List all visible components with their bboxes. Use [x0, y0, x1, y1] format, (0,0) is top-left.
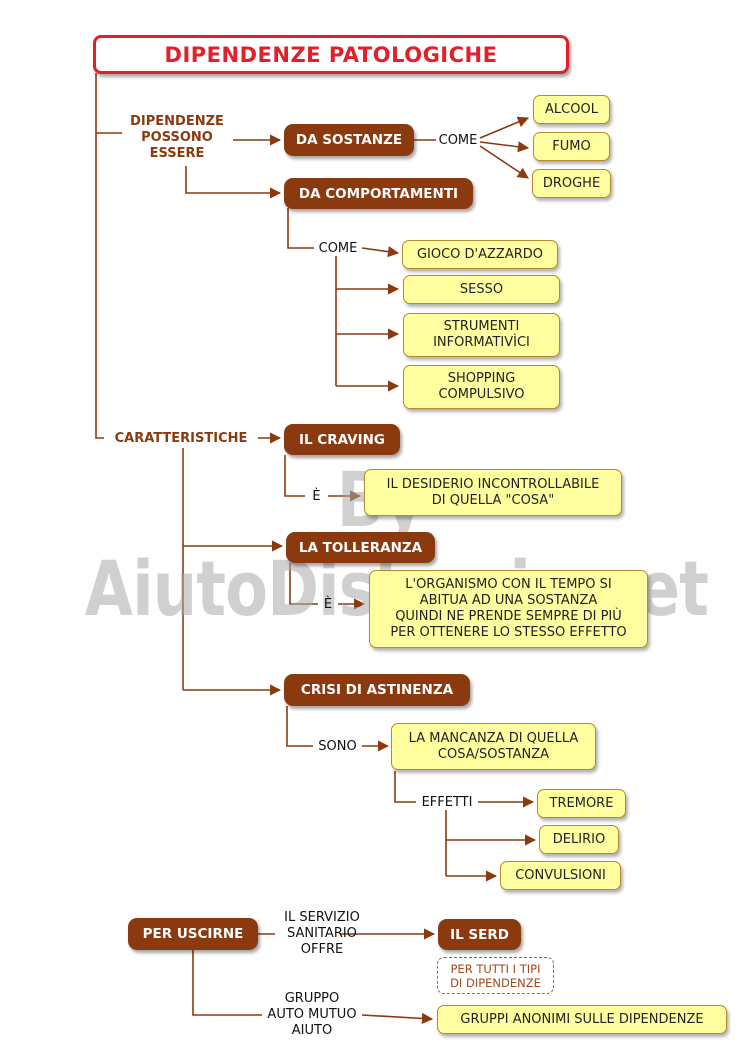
node-tremore: TREMORE — [537, 789, 626, 818]
line-crisi-sono — [286, 706, 313, 747]
label-servizio-sanitario: IL SERVIZIO SANITARIO OFFRE — [284, 910, 360, 957]
line-uscirne-gruppo — [192, 950, 262, 1016]
label-effetti: EFFETTI — [421, 795, 473, 810]
label-sono: SONO — [318, 739, 357, 754]
node-fumo: FUMO — [533, 132, 610, 161]
label-caratteristiche: CARATTERISTICHE — [114, 431, 248, 446]
label-e-2: È — [323, 597, 333, 612]
arrow-possono-comportamenti — [185, 166, 282, 199]
node-convulsioni: CONVULSIONI — [500, 861, 621, 890]
node-sesso: SESSO — [403, 275, 560, 304]
node-alcool: ALCOOL — [533, 95, 610, 124]
arrow-come-alcool — [479, 116, 530, 139]
node-crisi-astinenza: CRISI DI ASTINENZA — [284, 674, 470, 706]
node-il-craving: IL CRAVING — [284, 424, 400, 455]
label-e-1: È — [312, 489, 321, 504]
node-mancanza: LA MANCANZA DI QUELLA COSA/SOSTANZA — [391, 723, 596, 770]
line-craving-e — [284, 455, 305, 497]
node-desiderio: IL DESIDERIO INCONTROLLABILE DI QUELLA "… — [364, 469, 622, 516]
label-gruppo-auto-mutuo: GRUPPO AUTO MUTUO AIUTO — [267, 991, 357, 1038]
node-per-tutti-tipi: PER TUTTI I TIPI DI DIPENDENZE — [437, 957, 554, 994]
arrow-come2-gioco — [361, 246, 400, 258]
node-la-tolleranza: LA TOLLERANZA — [286, 532, 435, 563]
node-gruppi-anonimi: GRUPPI ANONIMI SULLE DIPENDENZE — [437, 1005, 727, 1034]
node-shopping-compulsivo: SHOPPING COMPULSIVO — [403, 365, 560, 409]
node-per-uscirne: PER USCIRNE — [128, 918, 258, 950]
node-gioco-azzardo: GIOCO D'AZZARDO — [402, 240, 558, 269]
node-il-serd: IL SERD — [438, 919, 521, 950]
diagram-title: DIPENDENZE PATOLOGICHE — [93, 35, 569, 74]
node-droghe: DROGHE — [532, 169, 611, 198]
arrow-come-droghe — [479, 145, 529, 179]
node-delirio: DELIRIO — [539, 825, 619, 854]
arrow-come-fumo — [479, 141, 530, 153]
line-tolleranza-e — [289, 563, 318, 605]
label-come-1: COME — [438, 133, 478, 148]
trunk-line — [95, 73, 104, 439]
node-strumenti-informativici: STRUMENTI INFORMATIVÌCI — [403, 313, 560, 357]
line-mancanza-effetti — [394, 771, 416, 803]
node-da-sostanze: DA SOSTANZE — [284, 124, 414, 156]
label-come-2: COME — [318, 241, 358, 256]
line-comportamenti-come — [287, 208, 314, 249]
node-da-comportamenti: DA COMPORTAMENTI — [284, 178, 473, 209]
arrow-gruppo-gruppi — [361, 1012, 434, 1025]
label-possono: DIPENDENZE POSSONO ESSERE — [130, 114, 224, 161]
node-organismo: L'ORGANISMO CON IL TEMPO SI ABITUA AD UN… — [369, 570, 648, 648]
